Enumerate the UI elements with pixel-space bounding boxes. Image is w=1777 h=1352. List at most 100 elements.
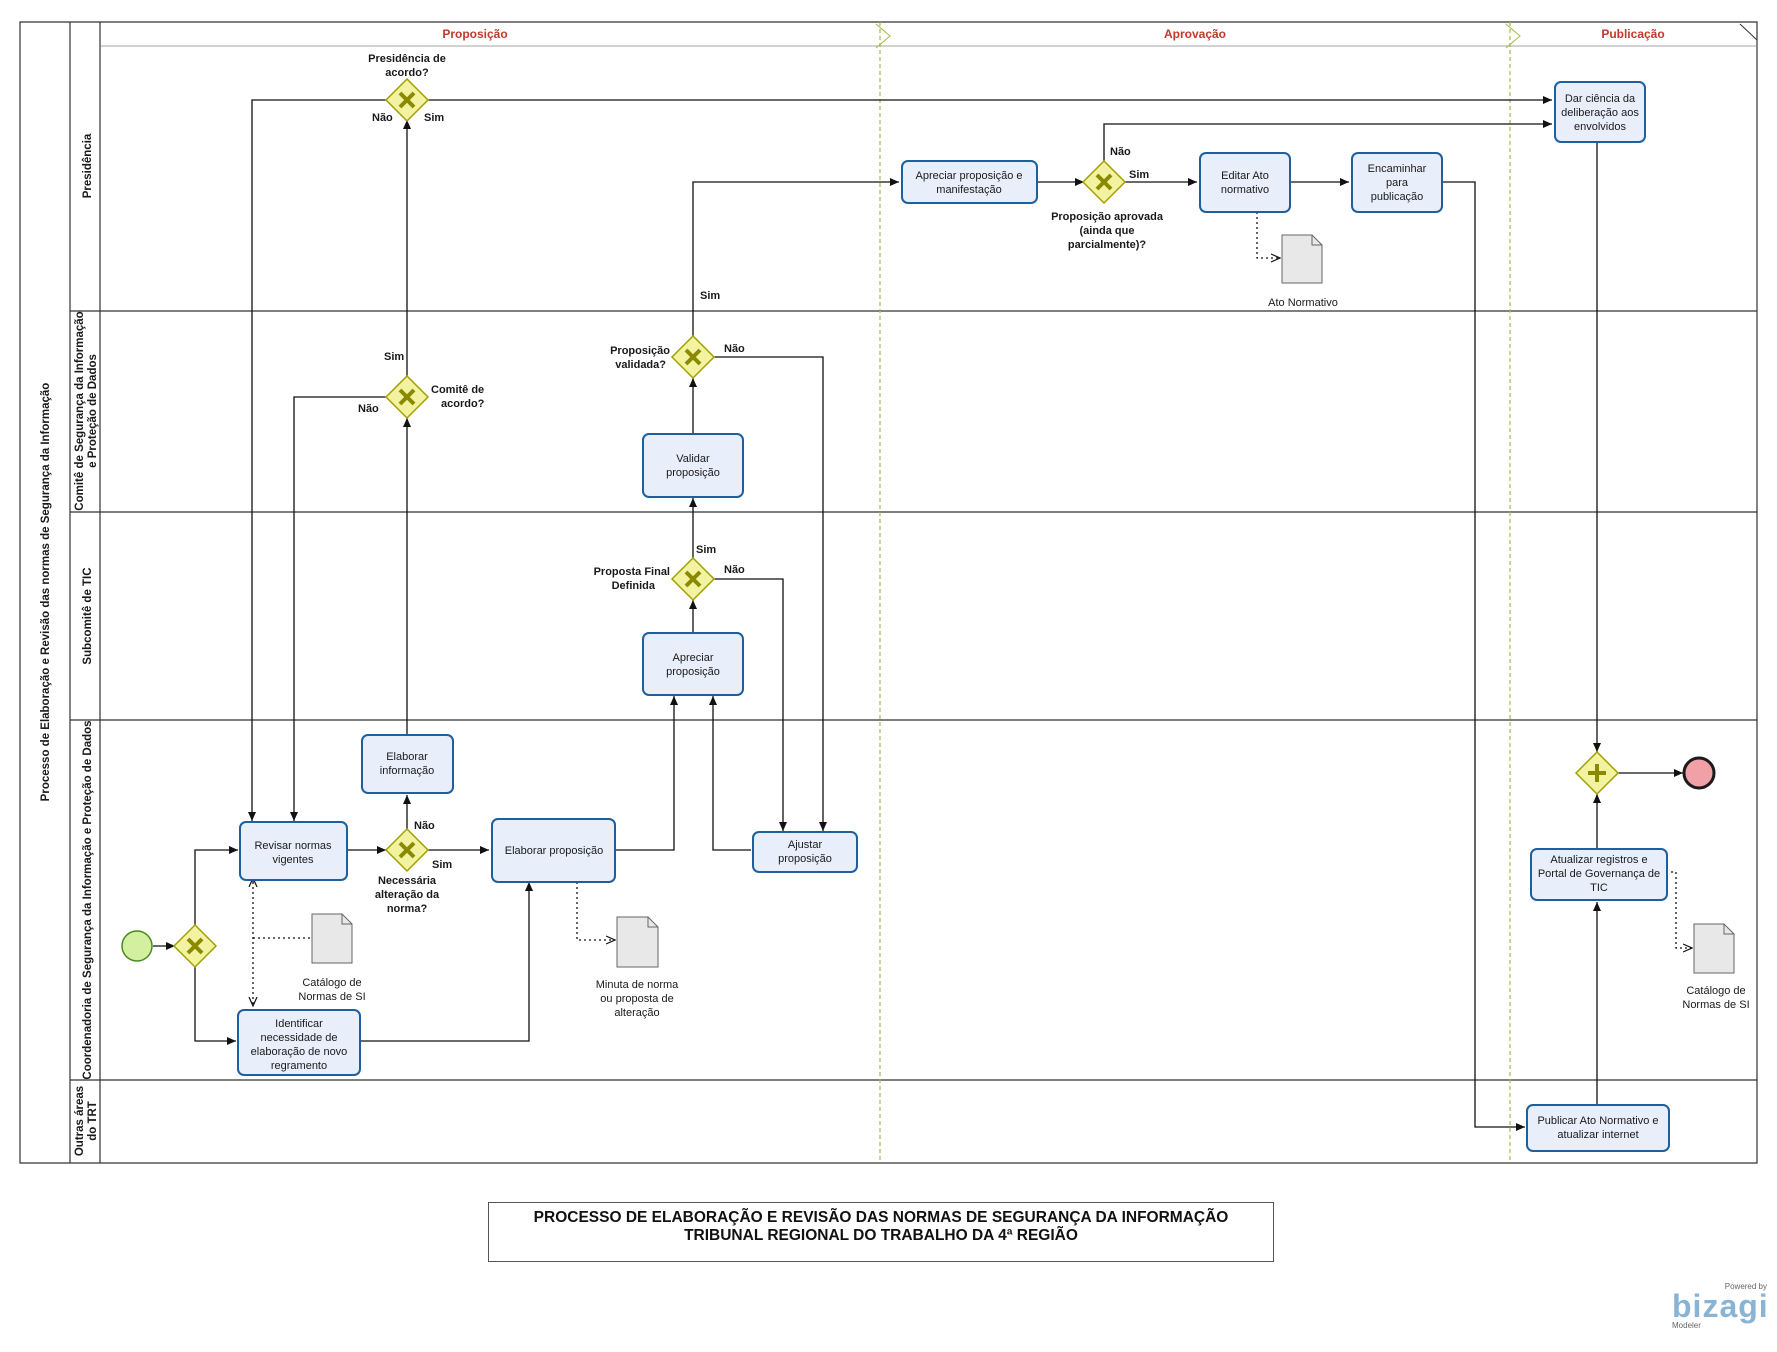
svg-text:Proposta Final: Proposta Final — [594, 566, 670, 578]
diagram-title-line-2: TRIBUNAL REGIONAL DO TRABALHO DA 4ª REGI… — [684, 1227, 1078, 1244]
gateway-label-aprovada: Proposição aprovada (ainda que parcialme… — [1051, 211, 1164, 251]
svg-text:Publicar Ato Normativo e: Publicar Ato Normativo e — [1537, 1115, 1658, 1127]
svg-text:Dar ciência da: Dar ciência da — [1565, 93, 1636, 105]
svg-text:Normas de SI: Normas de SI — [1682, 999, 1749, 1011]
svg-text:Elaborar proposição: Elaborar proposição — [505, 845, 603, 857]
gateway-proposicao-aprovada[interactable] — [1081, 159, 1127, 205]
svg-text:Ato Normativo: Ato Normativo — [1268, 297, 1338, 309]
task-apreciar-proposicao-manifestacao[interactable]: Apreciar proposição e manifestação — [901, 160, 1038, 204]
phase-aprovacao: Aprovação — [1164, 27, 1226, 41]
gateway-proposicao-validada[interactable] — [670, 334, 716, 380]
task-editar-ato-normativo[interactable]: Editar Ato normativo — [1199, 152, 1291, 213]
svg-text:regramento: regramento — [271, 1060, 327, 1072]
lane-comite-label: Comitê de Segurança da Informação e Prot… — [74, 311, 99, 510]
svg-text:Sim: Sim — [700, 290, 720, 302]
task-identificar-necessidade[interactable]: Identificar necessidade de elaboração de… — [237, 1009, 361, 1076]
svg-text:Sim: Sim — [696, 544, 716, 556]
document-ato-normativo[interactable]: Ato Normativo — [1268, 234, 1338, 309]
gateway-label-presidencia: Presidência de acordo? — [368, 53, 446, 79]
x-icon — [684, 348, 702, 366]
document-minuta-de-norma[interactable]: Minuta de norma ou proposta de alteração — [596, 916, 679, 1019]
svg-text:Atualizar registros e: Atualizar registros e — [1550, 854, 1647, 866]
svg-text:Subcomitê de TIC: Subcomitê de TIC — [82, 567, 94, 664]
document-icon — [1693, 923, 1735, 974]
task-revisar-normas[interactable]: Revisar normas vigentes — [239, 821, 348, 881]
svg-text:Não: Não — [414, 820, 435, 832]
phase-proposicao: Proposição — [442, 27, 507, 41]
diagram-title-line-1: PROCESSO DE ELABORAÇÃO E REVISÃO DAS NOR… — [533, 1209, 1229, 1226]
diagram-title: PROCESSO DE ELABORAÇÃO E REVISÃO DAS NOR… — [488, 1202, 1274, 1262]
svg-text:acordo?: acordo? — [441, 398, 485, 410]
svg-text:Presidência de: Presidência de — [368, 53, 446, 65]
start-event[interactable] — [121, 930, 153, 962]
svg-text:normativo: normativo — [1221, 184, 1269, 196]
svg-text:acordo?: acordo? — [385, 67, 429, 79]
lane-presidencia-label: Presidência — [82, 133, 94, 198]
svg-text:para: para — [1386, 177, 1409, 189]
svg-text:Coordenadoria de Segurança da: Coordenadoria de Segurança da Informação… — [82, 720, 94, 1079]
task-elaborar-proposicao[interactable]: Elaborar proposição — [491, 818, 616, 883]
document-icon — [616, 916, 659, 968]
svg-text:Não: Não — [358, 403, 379, 415]
exclusive-gateway-start[interactable] — [172, 923, 218, 969]
svg-text:vigentes: vigentes — [273, 854, 314, 866]
svg-text:Validar: Validar — [676, 453, 710, 465]
svg-text:alteração da: alteração da — [375, 889, 440, 901]
document-icon — [1281, 234, 1323, 284]
lane-subcomite-label: Subcomitê de TIC — [82, 567, 94, 664]
gateway-comite-de-acordo[interactable] — [384, 374, 430, 420]
parallel-gateway[interactable] — [1574, 750, 1620, 796]
task-elaborar-informacao[interactable]: Elaborar informação — [361, 734, 454, 794]
svg-text:Outras áreas: Outras áreas — [74, 1086, 86, 1156]
svg-text:deliberação aos: deliberação aos — [1561, 107, 1639, 119]
flow-labels: Não Sim Sim Não Não Sim Sim Não Sim Não … — [358, 112, 1149, 871]
svg-text:Não: Não — [724, 564, 745, 576]
x-icon — [398, 388, 416, 406]
task-ajustar-proposicao[interactable]: Ajustar proposição — [752, 831, 858, 873]
end-event[interactable] — [1682, 756, 1716, 790]
task-apreciar-proposicao-subcomite[interactable]: Apreciar proposição — [642, 632, 744, 696]
svg-text:proposição: proposição — [666, 467, 720, 479]
svg-text:Não: Não — [724, 343, 745, 355]
svg-text:manifestação: manifestação — [936, 184, 1001, 196]
svg-text:ou proposta de: ou proposta de — [600, 993, 673, 1005]
x-icon — [398, 841, 416, 859]
plus-icon — [1588, 764, 1606, 782]
task-atualizar-registros[interactable]: Atualizar registros e Portal de Governan… — [1530, 848, 1668, 901]
task-validar-proposicao[interactable]: Validar proposição — [642, 433, 744, 498]
svg-text:proposição: proposição — [666, 666, 720, 678]
gateway-label-comite: Comitê de acordo? — [431, 384, 485, 410]
gateway-necessaria-alteracao[interactable] — [384, 827, 430, 873]
svg-text:Sim: Sim — [384, 351, 404, 363]
x-icon — [1095, 173, 1113, 191]
x-icon — [398, 91, 416, 109]
svg-text:Apreciar: Apreciar — [673, 652, 714, 664]
svg-text:informação: informação — [380, 765, 434, 777]
logo-product-text: Modeler — [1672, 1321, 1701, 1330]
document-catalogo-normas-2[interactable]: Catálogo de Normas de SI — [1682, 923, 1750, 1011]
svg-text:(ainda que: (ainda que — [1079, 225, 1134, 237]
svg-text:Proposição: Proposição — [610, 345, 670, 357]
bizagi-logo: Powered by bizagi Modeler — [1672, 1282, 1768, 1330]
task-publicar-ato-normativo[interactable]: Publicar Ato Normativo e atualizar inter… — [1526, 1104, 1670, 1152]
svg-text:Definida: Definida — [612, 580, 656, 592]
x-icon — [684, 570, 702, 588]
svg-text:Encaminhar: Encaminhar — [1368, 163, 1427, 175]
pool-title: Processo de Elaboração e Revisão das nor… — [40, 383, 52, 802]
svg-text:alteração: alteração — [614, 1007, 659, 1019]
gateway-proposta-final[interactable] — [670, 556, 716, 602]
lane-outras-areas-label: Outras áreas do TRT — [74, 1086, 99, 1156]
associations — [253, 212, 1692, 1006]
gateway-label-necessaria: Necessária alteração da norma? — [375, 875, 440, 915]
document-catalogo-normas-1[interactable]: Catálogo de Normas de SI — [298, 913, 366, 1003]
svg-text:Presidência: Presidência — [82, 133, 94, 198]
pool — [19, 21, 1758, 1164]
gateway-label-final: Proposta Final Definida — [594, 566, 670, 592]
task-dar-ciencia[interactable]: Dar ciência da deliberação aos envolvido… — [1554, 81, 1646, 143]
gateway-presidencia-de-acordo[interactable] — [384, 77, 430, 123]
svg-text:Identificar: Identificar — [275, 1018, 323, 1030]
task-encaminhar-publicacao[interactable]: Encaminhar para publicação — [1351, 152, 1443, 213]
svg-text:Sim: Sim — [1129, 169, 1149, 181]
svg-text:Proposição aprovada: Proposição aprovada — [1051, 211, 1164, 223]
